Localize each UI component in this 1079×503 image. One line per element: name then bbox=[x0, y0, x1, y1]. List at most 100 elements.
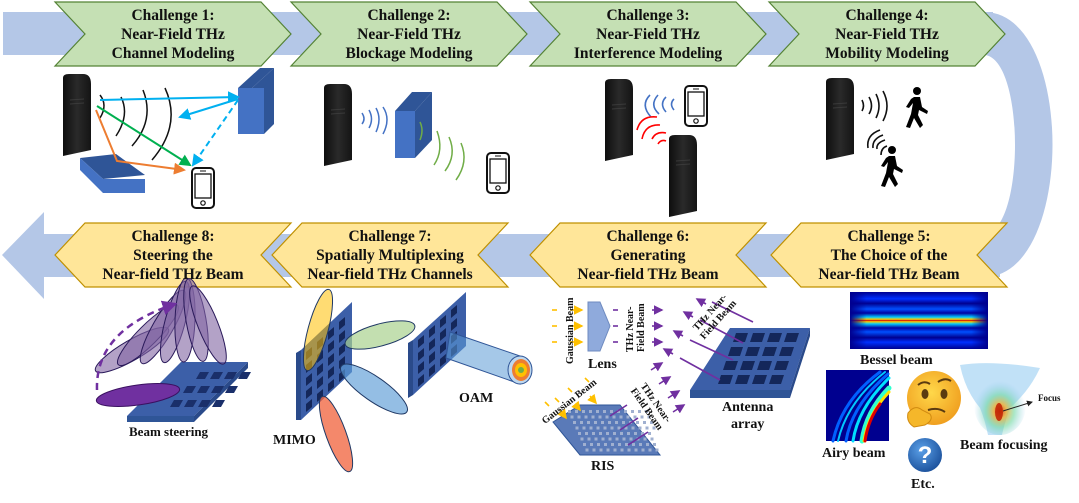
lens-label: Lens bbox=[588, 357, 617, 372]
ris-element bbox=[613, 448, 617, 452]
dashed-reflected-path bbox=[191, 99, 239, 167]
beam-green bbox=[344, 320, 416, 350]
mimo-array-icon bbox=[301, 302, 352, 420]
interference-waves bbox=[636, 115, 667, 145]
array-element bbox=[762, 347, 777, 356]
ris-element bbox=[573, 421, 576, 424]
mimo-illustration bbox=[296, 288, 416, 473]
challenge-8-chevron bbox=[54, 222, 293, 288]
thz-beam-label-line2: Field Beam bbox=[636, 303, 647, 352]
ris-element bbox=[598, 415, 602, 419]
array-element bbox=[745, 347, 760, 356]
ris-element bbox=[583, 443, 586, 446]
array-element bbox=[211, 386, 224, 393]
array-element bbox=[339, 317, 345, 330]
ris-element bbox=[580, 437, 584, 441]
array-element bbox=[718, 375, 733, 384]
challenge-title-line: Challenge 1: bbox=[131, 7, 215, 24]
ris-element bbox=[650, 421, 653, 424]
focus-pointer bbox=[1002, 400, 1033, 412]
challenge-5-chevron bbox=[770, 222, 1009, 288]
thinking-emoji-icon bbox=[907, 371, 961, 428]
ris-element bbox=[577, 415, 581, 419]
interference-modeling-illustration bbox=[604, 78, 708, 218]
access-point-icon bbox=[604, 78, 634, 162]
beam-blue bbox=[340, 363, 408, 415]
challenge-title-line: Spatially Multiplexing bbox=[316, 247, 464, 264]
scattered-path bbox=[95, 109, 186, 175]
array-element bbox=[429, 364, 435, 377]
ris-element bbox=[610, 426, 614, 430]
ris-element bbox=[640, 415, 644, 419]
array-element bbox=[225, 386, 238, 393]
array-element bbox=[440, 341, 446, 354]
array-element bbox=[429, 338, 435, 351]
ris-element bbox=[632, 443, 635, 446]
ris-element bbox=[610, 410, 613, 413]
ris-element bbox=[631, 410, 634, 413]
ris-element bbox=[599, 448, 603, 452]
ris-element bbox=[606, 432, 609, 435]
challenge-title-line: Near-field THz Channels bbox=[307, 266, 473, 283]
array-element bbox=[769, 375, 784, 384]
array-element bbox=[418, 374, 424, 387]
ris-element bbox=[624, 426, 628, 430]
ris-element bbox=[603, 426, 607, 430]
challenge-4-chevron bbox=[767, 1, 1006, 67]
challenge-title-line: Mobility Modeling bbox=[825, 45, 949, 62]
walking-person-icon bbox=[881, 146, 903, 187]
challenge-title-line: Interference Modeling bbox=[573, 45, 723, 62]
ris-element bbox=[578, 432, 581, 435]
lens-icon bbox=[587, 301, 611, 352]
array-element bbox=[328, 340, 334, 353]
ris-element bbox=[646, 443, 649, 446]
waves-to-user-1 bbox=[861, 90, 888, 122]
ris-element bbox=[613, 432, 616, 435]
array-element bbox=[317, 376, 323, 389]
ris-element bbox=[615, 421, 618, 424]
beam-steering-label: Beam steering bbox=[129, 424, 209, 439]
channel-modeling-illustration bbox=[62, 68, 274, 209]
floor-block-icon bbox=[80, 154, 145, 193]
array-element bbox=[339, 330, 345, 343]
array-element bbox=[328, 379, 334, 392]
array-element bbox=[750, 333, 765, 342]
mobility-modeling-illustration bbox=[825, 77, 928, 187]
array-element bbox=[440, 328, 446, 341]
challenge-title-line: Near-Field THz bbox=[121, 26, 225, 43]
ris-element bbox=[585, 432, 588, 435]
array-element bbox=[184, 400, 197, 407]
etc-label: Etc. bbox=[911, 477, 935, 492]
array-element bbox=[728, 347, 743, 356]
ris-element bbox=[620, 432, 623, 435]
ris-element bbox=[638, 410, 641, 413]
array-element bbox=[224, 372, 237, 379]
interfering-access-point-icon bbox=[668, 134, 698, 218]
array-element bbox=[328, 353, 334, 366]
ris-element bbox=[568, 410, 571, 413]
smartphone-icon bbox=[684, 85, 708, 127]
smartphone-icon bbox=[486, 152, 510, 194]
challenge-title-line: Challenge 5: bbox=[847, 228, 931, 245]
ris-element bbox=[641, 448, 645, 452]
array-element bbox=[757, 361, 772, 370]
ris-element bbox=[604, 443, 607, 446]
airy-beam-image bbox=[826, 370, 892, 444]
challenge-title-line: Challenge 3: bbox=[606, 7, 690, 24]
ris-element bbox=[580, 421, 583, 424]
ris-element bbox=[585, 448, 589, 452]
smartphone-icon bbox=[191, 167, 215, 209]
array-element bbox=[183, 386, 196, 393]
question-mark-icon: ? bbox=[908, 438, 942, 472]
thz-beam-label-line1: THz Near- bbox=[625, 306, 636, 352]
challenge-title-line: Near-field THz Beam bbox=[818, 266, 960, 283]
ris-element bbox=[634, 432, 637, 435]
array-element bbox=[306, 373, 312, 386]
ris-element bbox=[608, 421, 611, 424]
bessel-beam-label: Bessel beam bbox=[860, 353, 933, 368]
